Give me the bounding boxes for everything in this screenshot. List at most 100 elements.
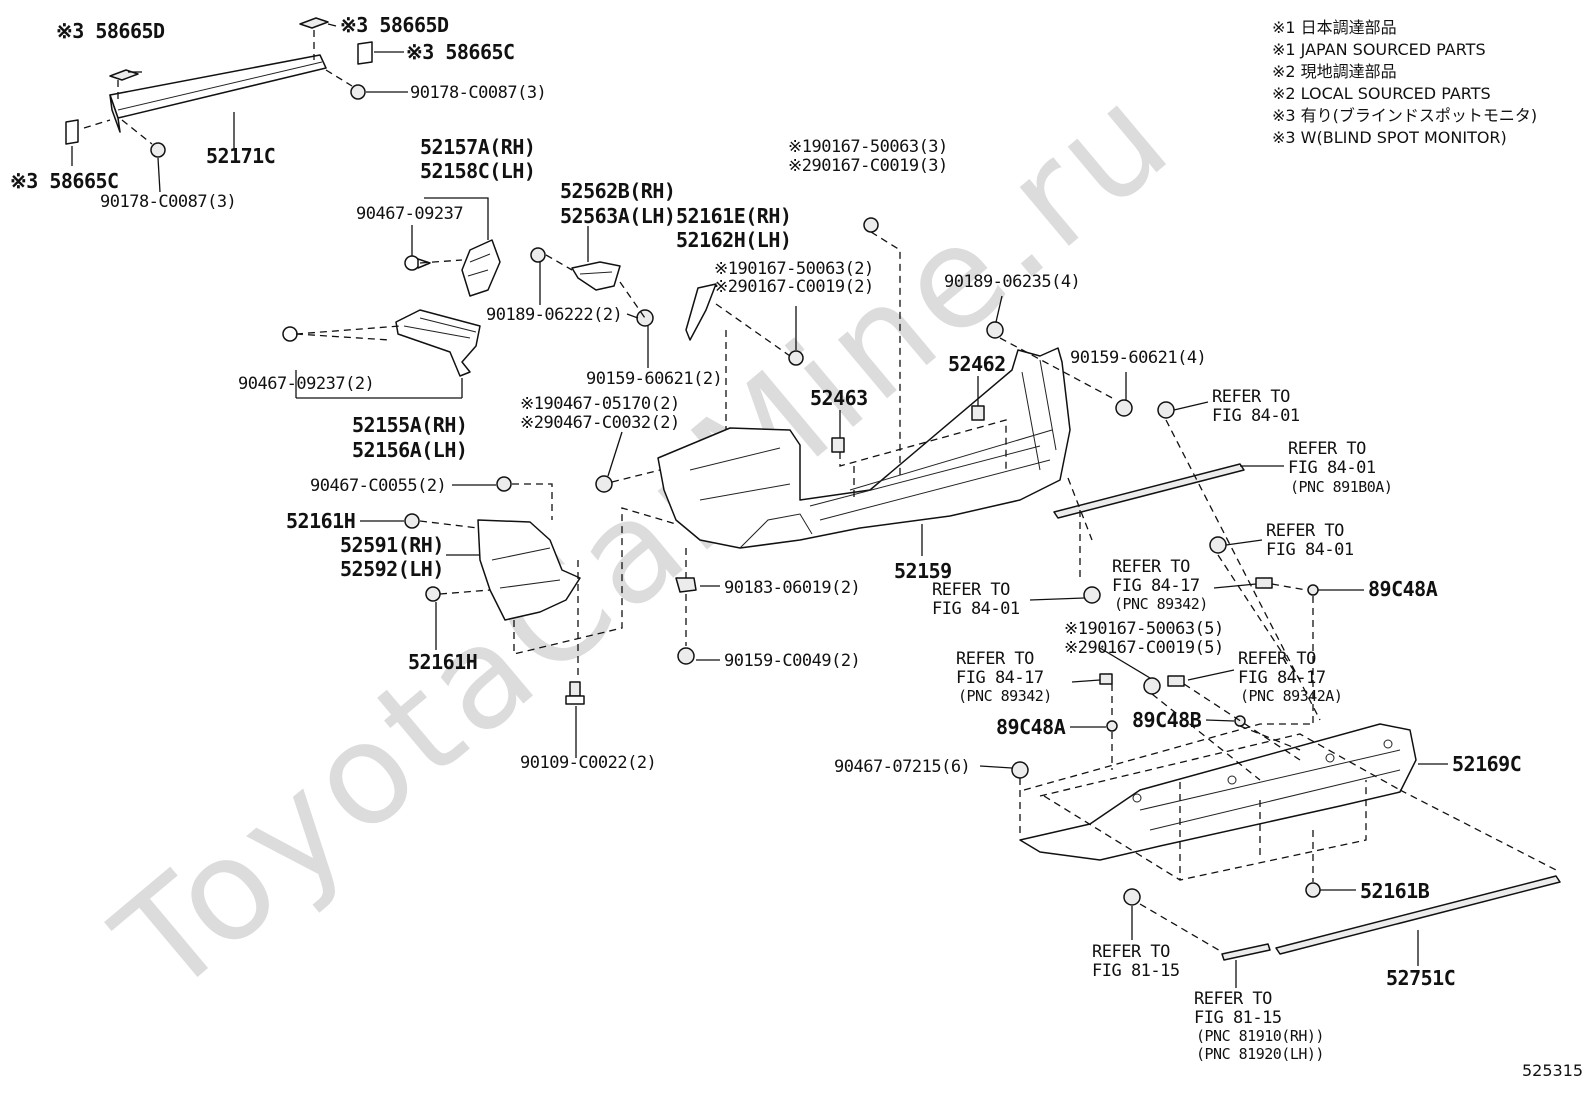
sensor-89342-a bbox=[1255, 577, 1273, 589]
refer-8417-c-line3: (PNC 89342A) bbox=[1240, 687, 1342, 705]
label-90159-60621-4: 90159-60621(4) bbox=[1070, 348, 1206, 368]
clip-52161b bbox=[1305, 882, 1321, 898]
label-290167-2: ※290167-C0019(2) bbox=[714, 277, 874, 297]
pad-52462 bbox=[971, 405, 985, 421]
label-52155a: 52155A(RH) bbox=[352, 413, 467, 437]
bolt-90109 bbox=[565, 681, 585, 705]
label-52161e: 52161E(RH) bbox=[676, 204, 791, 228]
sensor-89342a bbox=[1167, 675, 1185, 687]
strip-81910-part bbox=[1221, 943, 1271, 961]
molding-52751c-part bbox=[1275, 875, 1561, 955]
clip-refer-8401-d bbox=[1083, 586, 1101, 604]
label-290167-3: ※290167-C0019(3) bbox=[788, 156, 948, 176]
clip-52161h-a bbox=[404, 513, 420, 529]
label-52159: 52159 bbox=[894, 559, 952, 583]
legend-line-3: ※2 現地調達部品 bbox=[1272, 62, 1397, 81]
bolt-190167-50063-2 bbox=[788, 350, 804, 366]
label-90183: 90183-06019(2) bbox=[724, 578, 860, 598]
refer-8417-a-line3: (PNC 89342) bbox=[1114, 595, 1208, 613]
label-90159-c0049: 90159-C0049(2) bbox=[724, 651, 860, 671]
clip-90189-06222-a bbox=[530, 247, 546, 263]
refer-8401-a-line2: FIG 84-01 bbox=[1212, 406, 1300, 426]
label-52592: 52592(LH) bbox=[340, 557, 444, 581]
label-52562b: 52562B(RH) bbox=[560, 179, 675, 203]
label-52563a: 52563A(LH) bbox=[560, 204, 675, 228]
legend-line-1: ※1 日本調達部品 bbox=[1272, 18, 1397, 37]
pad-58665d-top bbox=[299, 17, 329, 29]
refer-8417-b-line1: REFER TO bbox=[956, 649, 1034, 669]
legend: ※1 日本調達部品 ※1 JAPAN SOURCED PARTS ※2 現地調達… bbox=[1272, 18, 1537, 147]
refer-8401-b-line3: (PNC 891B0A) bbox=[1290, 478, 1392, 496]
label-90467-09237-2: 90467-09237(2) bbox=[238, 374, 374, 394]
label-52751c: 52751C bbox=[1386, 966, 1455, 990]
label-190167-3: ※190167-50063(3) bbox=[788, 137, 948, 157]
label-58665c-left: ※3 58665C bbox=[10, 169, 119, 193]
refer-8401-d-line1: REFER TO bbox=[932, 580, 1010, 600]
label-89c48b: 89C48B bbox=[1132, 708, 1202, 732]
refer-8417-c-line2: FIG 84-17 bbox=[1238, 668, 1326, 688]
nut-90178-top bbox=[350, 84, 366, 100]
clip-90467-09237 bbox=[404, 255, 431, 271]
bracket-52562b-part bbox=[571, 261, 621, 291]
clip-90189-06235 bbox=[986, 321, 1004, 339]
clip-52161h-b bbox=[425, 586, 441, 602]
label-90178-left: 90178-C0087(3) bbox=[100, 192, 236, 212]
label-58665d-top: ※3 58665D bbox=[340, 13, 449, 37]
label-52162h: 52162H(LH) bbox=[676, 228, 791, 252]
refer-8115-b-line3: (PNC 81910(RH)) bbox=[1196, 1027, 1324, 1045]
legend-line-5: ※3 有り(ブラインドスポットモニタ) bbox=[1272, 106, 1537, 125]
bolt-90159-60621-4 bbox=[1115, 399, 1133, 417]
side-piece-52161e-part bbox=[685, 283, 717, 341]
refer-8401-b-line1: REFER TO bbox=[1288, 439, 1366, 459]
label-90178-top: 90178-C0087(3) bbox=[410, 83, 546, 103]
refer-8115-b-line4: (PNC 81920(LH)) bbox=[1196, 1045, 1324, 1063]
figure-number: 525315 bbox=[1522, 1061, 1583, 1080]
sensor-89342-b bbox=[1099, 673, 1113, 685]
refer-8417-b-line2: FIG 84-17 bbox=[956, 668, 1044, 688]
legend-line-2: ※1 JAPAN SOURCED PARTS bbox=[1272, 40, 1486, 59]
clip-190167-50063-5 bbox=[1143, 677, 1161, 695]
leader-lines bbox=[71, 23, 1557, 988]
refer-8417-a-line1: REFER TO bbox=[1112, 557, 1190, 577]
label-290467: ※290467-C0032(2) bbox=[520, 413, 680, 433]
refer-8417-c-line1: REFER TO bbox=[1238, 649, 1316, 669]
label-52161h-b: 52161H bbox=[408, 650, 477, 674]
retainer-90183 bbox=[675, 577, 697, 593]
label-52169c: 52169C bbox=[1452, 752, 1521, 776]
pad-58665c-left bbox=[65, 119, 79, 145]
label-89c48a-b: 89C48A bbox=[996, 715, 1066, 739]
refer-8401-b-line2: FIG 84-01 bbox=[1288, 458, 1376, 478]
bolt-90159-60621-a bbox=[636, 309, 654, 327]
clip-refer-8115-a bbox=[1123, 888, 1141, 906]
label-90189-06235: 90189-06235(4) bbox=[944, 272, 1080, 292]
molding-strip-part bbox=[1053, 463, 1245, 519]
pad-52463 bbox=[831, 437, 845, 453]
label-90159-60621-2: 90159-60621(2) bbox=[586, 369, 722, 389]
label-52462: 52462 bbox=[948, 352, 1006, 376]
label-90467-c0055: 90467-C0055(2) bbox=[310, 476, 446, 496]
clip-refer-8401-a bbox=[1157, 401, 1175, 419]
label-90109: 90109-C0022(2) bbox=[520, 753, 656, 773]
refer-8401-c-line1: REFER TO bbox=[1266, 521, 1344, 541]
extension-52591-part bbox=[477, 519, 581, 621]
label-52158c: 52158C(LH) bbox=[420, 159, 535, 183]
label-90189-06222: 90189-06222(2) bbox=[486, 305, 622, 325]
clip-89c48b bbox=[1234, 715, 1246, 727]
label-52161h-a: 52161H bbox=[286, 509, 355, 533]
label-52161b: 52161B bbox=[1360, 879, 1430, 903]
clip-90467-c0055 bbox=[496, 476, 512, 492]
label-90467-09237: 90467-09237 bbox=[356, 204, 463, 224]
label-190167-5: ※190167-50063(5) bbox=[1064, 619, 1224, 639]
label-52591: 52591(RH) bbox=[340, 533, 444, 557]
label-190467: ※190467-05170(2) bbox=[520, 394, 680, 414]
pad-58665c-top bbox=[357, 41, 373, 65]
refer-8417-b-line3: (PNC 89342) bbox=[958, 687, 1052, 705]
reinforcement-bar-part bbox=[109, 54, 327, 133]
refer-8115-b-line1: REFER TO bbox=[1194, 989, 1272, 1009]
refer-8401-d-line2: FIG 84-01 bbox=[932, 599, 1020, 619]
clip-89c48a-b bbox=[1106, 720, 1118, 732]
refer-8401-a-line1: REFER TO bbox=[1212, 387, 1290, 407]
refer-8115-a-line1: REFER TO bbox=[1092, 942, 1170, 962]
refer-8115-a-line2: FIG 81-15 bbox=[1092, 961, 1180, 981]
